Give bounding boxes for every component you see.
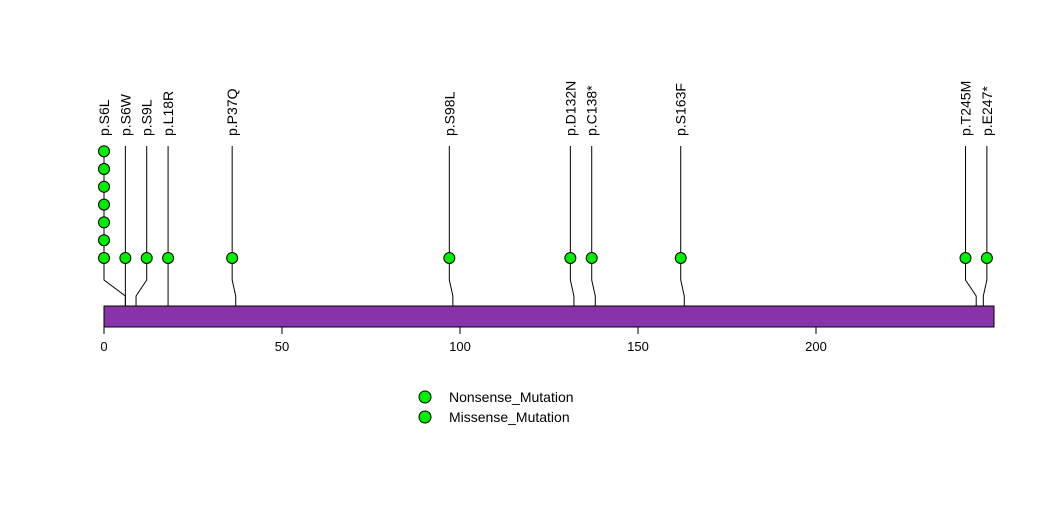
legend-marker xyxy=(418,390,432,404)
mutation-label: p.L18R xyxy=(160,91,176,136)
mutation-marker xyxy=(162,252,175,264)
mutation-markers xyxy=(98,145,993,264)
mutation-label: p.T245M xyxy=(958,81,974,136)
connector-line xyxy=(569,258,575,306)
mutation-marker xyxy=(98,180,110,193)
mutation-marker xyxy=(959,252,972,264)
mutation-label: p.C138* xyxy=(584,85,600,136)
x-axis: 0 50 100 150 200 xyxy=(100,326,827,354)
connector-line xyxy=(231,258,237,306)
legend-label: Missense_Mutation xyxy=(449,409,570,425)
x-tick-label: 50 xyxy=(275,339,289,354)
mutation-marker xyxy=(119,252,132,264)
mutation-label: p.P37Q xyxy=(224,88,240,136)
x-tick-label: 0 xyxy=(100,339,107,354)
x-tick-label: 200 xyxy=(805,339,827,354)
mutation-marker xyxy=(140,252,153,264)
connector-line xyxy=(103,258,126,306)
mutation-label: p.D132N xyxy=(562,81,578,136)
connector-lines xyxy=(103,258,988,306)
legend-label: Nonsense_Mutation xyxy=(449,389,574,405)
mutation-label: p.S6W xyxy=(117,93,133,136)
mutation-marker xyxy=(564,252,577,264)
mutation-marker xyxy=(98,216,110,229)
mutation-label: p.S163F xyxy=(673,83,689,136)
mutation-marker xyxy=(443,252,456,264)
mutation-marker xyxy=(980,252,993,264)
mutation-marker xyxy=(98,252,110,264)
mutation-label: p.S98L xyxy=(441,91,457,136)
x-tick-label: 150 xyxy=(627,339,649,354)
legend-marker xyxy=(418,410,432,424)
x-tick-label: 100 xyxy=(449,339,471,354)
protein-domain-bar xyxy=(103,305,995,328)
mutation-marker xyxy=(98,198,110,211)
mutation-marker xyxy=(98,145,110,158)
connector-line xyxy=(448,258,454,306)
mutation-label: p.S9L xyxy=(139,99,155,136)
connector-line xyxy=(135,258,148,306)
mutation-marker xyxy=(98,163,110,175)
mutation-marker xyxy=(674,252,687,264)
connector-line xyxy=(965,258,977,306)
mutation-marker xyxy=(585,252,598,264)
mutation-marker xyxy=(98,234,110,247)
mutation-label: p.S6L xyxy=(96,99,112,136)
mutation-marker xyxy=(226,252,239,264)
stem-lines xyxy=(103,146,988,258)
connector-line xyxy=(680,258,685,306)
connector-line xyxy=(982,258,988,306)
mutation-labels: p.S6L p.S6W p.S9L p.L18R p.P37Q p.S98L p.D132N… xyxy=(96,81,995,136)
mutation-label: p.E247* xyxy=(979,86,995,136)
connector-line xyxy=(591,258,596,306)
